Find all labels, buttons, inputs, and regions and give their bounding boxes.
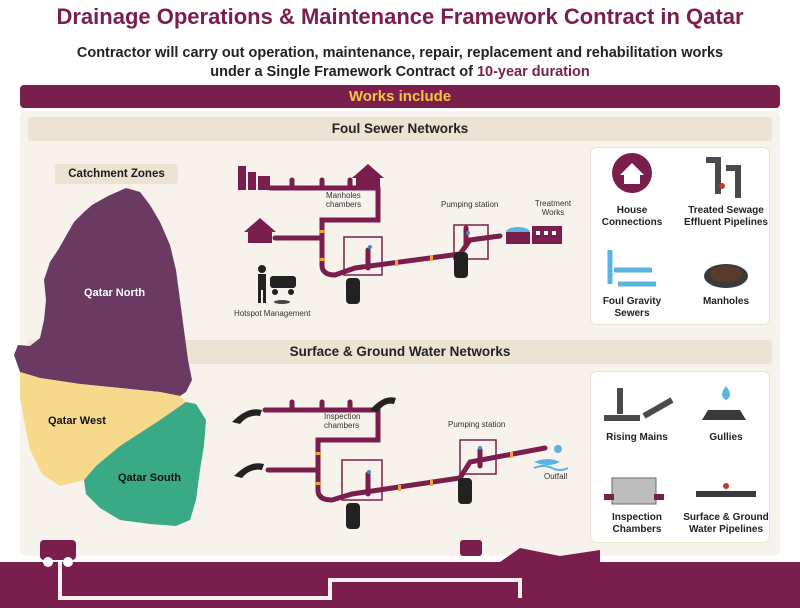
label-foul-pumping-station: Pumping station — [441, 200, 499, 209]
foul-pipe-network — [267, 177, 503, 278]
zone-qatar-south — [84, 402, 206, 526]
qatar-map — [14, 188, 206, 526]
water-pipeline-icon — [696, 483, 756, 497]
foul-pumping-wells — [343, 224, 489, 304]
label-treatment-works: Treatment Works — [534, 199, 572, 217]
subtitle-line-2-prefix: under a Single Framework Contract of — [210, 64, 473, 80]
surface-pipe-joints — [315, 452, 513, 491]
house-connection-icon — [612, 153, 652, 193]
gully-icon — [702, 386, 746, 420]
surface-pipe-network — [262, 399, 548, 503]
legend-water-pipelines: Surface & Ground Water Pipelines — [683, 512, 769, 535]
contract-duration: 10-year duration — [476, 64, 590, 80]
zone-label-west: Qatar West — [48, 415, 106, 427]
foul-buildings — [238, 164, 384, 243]
page-title: Drainage Operations & Maintenance Framew… — [56, 4, 744, 29]
works-include-banner: Works include — [20, 85, 780, 108]
legend-manholes: Manholes — [702, 296, 750, 307]
label-surface-pumping-station: Pumping station — [448, 420, 506, 429]
subtitle-line-2: under a Single Framework Contract of 10-… — [0, 63, 800, 82]
bottom-infrastructure-strip — [0, 540, 800, 608]
legend-tse-pipelines: Treated Sewage Effluent Pipelines — [684, 205, 768, 228]
zone-label-south: Qatar South — [118, 472, 181, 484]
legend-rising-mains: Rising Mains — [606, 432, 668, 443]
rising-main-icon — [604, 388, 674, 421]
subtitle-line-1: Contractor will carry out operation, mai… — [76, 45, 724, 61]
tse-pipeline-icon — [706, 157, 741, 198]
legend-house-connections: House Connections — [601, 205, 663, 228]
label-outfall: Outfall — [544, 472, 568, 481]
hotspot-management-icon — [258, 265, 296, 304]
zone-qatar-north — [14, 188, 192, 396]
inspection-chamber-icon — [604, 477, 664, 505]
legend-foul-gravity-sewers: Foul Gravity Sewers — [602, 296, 662, 319]
page-subtitle: Contractor will carry out operation, mai… — [0, 44, 800, 82]
treatment-works-icon — [506, 226, 562, 244]
foul-sewer-section-title: Foul Sewer Networks — [28, 117, 772, 141]
gravity-sewer-icon — [607, 250, 656, 287]
road-icons — [232, 397, 396, 478]
zone-qatar-west — [20, 372, 186, 486]
label-manholes-chambers: Manholes chambers — [326, 191, 362, 209]
legend-inspection-chambers: Inspection Chambers — [611, 512, 662, 535]
catchment-zones-label: Catchment Zones — [55, 164, 178, 184]
label-inspection-chambers: Inspection chambers — [324, 412, 361, 430]
surface-pumping-wells — [341, 439, 497, 529]
outfall-icon — [533, 445, 569, 471]
zone-label-north: Qatar North — [84, 287, 146, 299]
label-hotspot-management: Hotspot Management — [234, 309, 311, 318]
manhole-cover-icon — [704, 264, 748, 288]
foul-pipe-joints — [319, 230, 433, 266]
legend-gullies: Gullies — [709, 432, 743, 443]
